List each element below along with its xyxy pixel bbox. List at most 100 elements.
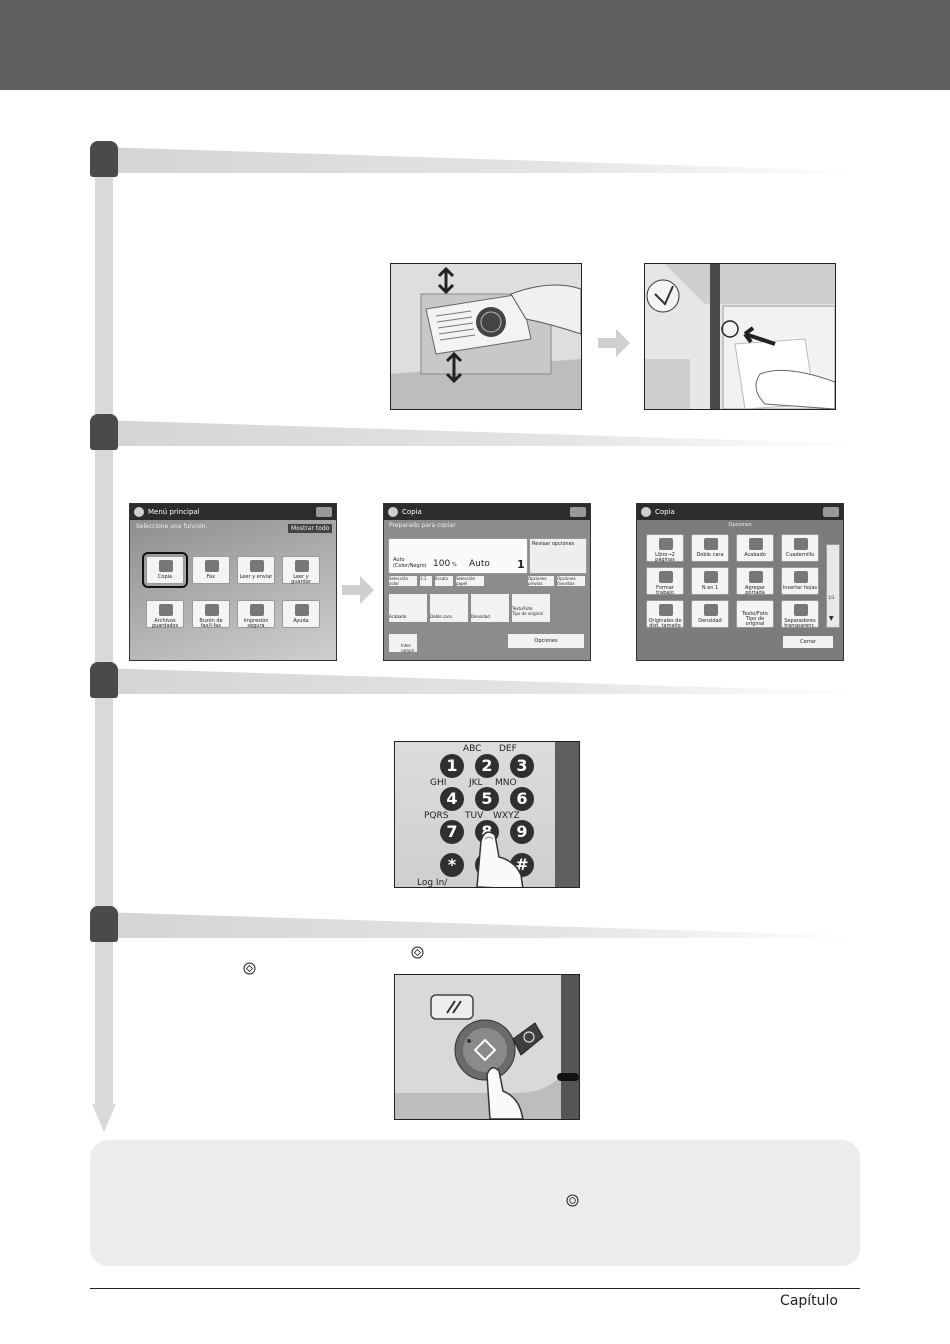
n-on-1-tile[interactable]: N en 1 [691, 567, 729, 595]
next-arrow-icon-2 [342, 576, 374, 604]
flow-line [95, 150, 113, 1105]
one-to-one-button[interactable]: 1:1 [420, 576, 432, 586]
main-menu-prompt: Seleccione una función. [136, 523, 208, 530]
feeder-illustration [390, 263, 582, 410]
fax-inbox-icon [205, 604, 219, 616]
help-tile[interactable]: Ayuda [282, 600, 320, 628]
main-menu-screen: Menú principal Seleccione una función. M… [129, 503, 337, 661]
copy-settings-display: Auto (Color/Negro) 100 % Auto 1 [388, 538, 528, 574]
insert-sheets-icon [794, 571, 808, 583]
step-1-bar [100, 147, 860, 173]
interrupt-button[interactable]: Inter-rumpir [389, 634, 417, 653]
job-build-tile[interactable]: Formar trabajo [646, 567, 684, 596]
close-button[interactable]: Cerrar [783, 636, 833, 648]
fax-icon [205, 560, 219, 572]
login-label: Log In/ [417, 878, 448, 888]
original-type-label: Tipo de original [512, 611, 543, 616]
fax-inbox-tile[interactable]: Buzón de fax/I-fax [192, 600, 230, 629]
scan-send-tile[interactable]: Leer y enviar [237, 556, 275, 584]
density-button[interactable]: Densidad [471, 594, 509, 622]
step-1-badge [90, 141, 118, 177]
key-star[interactable]: * [440, 853, 464, 877]
duplex-button[interactable]: Doble cara [430, 594, 468, 622]
options-button[interactable]: Opciones [508, 634, 584, 648]
add-cover-tile[interactable]: Agregar portada [736, 567, 774, 596]
check-settings-button[interactable]: Revisar opciones [529, 538, 587, 574]
transparency-tile[interactable]: Separadores transparenc. [781, 600, 819, 629]
key-6[interactable]: 6 [510, 787, 534, 811]
secure-print-tile[interactable]: Impresión segura [237, 600, 275, 629]
next-arrow-icon [598, 329, 630, 357]
key-2[interactable]: 2 [475, 754, 499, 778]
key-6-letters: MNO [495, 778, 517, 788]
step-2-bar [100, 420, 860, 446]
footer-rule [90, 1288, 860, 1289]
header-band [0, 0, 950, 90]
keypad-side-panel [555, 742, 579, 887]
feeder-drawing [391, 264, 581, 409]
secure-print-icon [250, 604, 264, 616]
key-7[interactable]: 7 [440, 820, 464, 844]
original-type-button[interactable]: Texto/Foto Tipo de original [512, 594, 550, 622]
mixed-originals-tile[interactable]: Originales de dist. tamaño [646, 600, 684, 629]
platen-drawing [645, 264, 835, 409]
step-3-bar [100, 668, 860, 694]
settings-icon[interactable] [316, 507, 332, 517]
color-mode-value: Auto (Color/Negro) [393, 557, 427, 569]
chapter-label: Capítulo [780, 1293, 838, 1309]
text-photo-label: Texto/Foto [512, 606, 533, 611]
key-9[interactable]: 9 [510, 820, 534, 844]
insert-sheets-tile[interactable]: Insertar hojas [781, 567, 819, 595]
copy-titlebar: Copia [384, 504, 590, 520]
show-all-button[interactable]: Mostrar todo [288, 524, 333, 533]
booklet-tile[interactable]: Cuadernillo [781, 534, 819, 562]
home-icon [134, 507, 144, 517]
help-icon [295, 604, 309, 616]
scan-store-tile[interactable]: Leer y guardar [282, 556, 320, 585]
main-menu-titlebar: Menú principal [130, 504, 336, 520]
start-key-icon [411, 946, 424, 959]
finishing-button[interactable]: Acabado [389, 594, 427, 622]
start-key-icon-2 [243, 962, 256, 975]
note-box [90, 1140, 860, 1266]
step-4-badge [90, 906, 118, 942]
key-9-letters: WXYZ [493, 811, 520, 821]
density-tile[interactable]: Densidad [691, 600, 729, 628]
finger-pressing-icon [476, 831, 524, 887]
duplex-tile[interactable]: Doble cara [691, 534, 729, 562]
copy-tile[interactable]: Copia [142, 552, 188, 588]
platen-illustration [644, 263, 836, 410]
step-3-badge [90, 662, 118, 698]
scroll-down-icon[interactable]: ▼ [829, 615, 834, 622]
book-icon [659, 538, 673, 550]
finishing-tile[interactable]: Acabado [736, 534, 774, 562]
paper-value: Auto [469, 559, 490, 569]
key-5[interactable]: 5 [475, 787, 499, 811]
key-3[interactable]: 3 [510, 754, 534, 778]
settings-icon[interactable] [823, 507, 839, 517]
book-2pages-tile[interactable]: Libro→2 páginas [646, 534, 684, 563]
copy-icon [159, 560, 173, 572]
copy-icon [388, 507, 398, 517]
stored-files-tile[interactable]: Archivos guardados [146, 600, 184, 629]
booklet-icon [794, 538, 808, 550]
options-scrollbar[interactable]: 1/3 ▼ [826, 544, 840, 628]
key-4[interactable]: 4 [440, 787, 464, 811]
color-select-button[interactable]: Selección color [389, 576, 417, 586]
numeric-keypad: ABC DEF 1 2 3 GHI JKL MNO 4 5 6 PQRS TUV… [394, 741, 580, 888]
scan-store-icon [295, 560, 309, 572]
fax-tile[interactable]: Fax [192, 556, 230, 584]
stored-files-icon [159, 604, 173, 616]
settings-icon[interactable] [570, 507, 586, 517]
zoom-button[interactable]: Escala [435, 576, 453, 586]
key-1[interactable]: 1 [440, 754, 464, 778]
main-menu-title: Menú principal [148, 508, 200, 516]
key-3-letters: DEF [499, 744, 517, 754]
favorite-settings-button[interactable]: Opciones favoritas [557, 576, 585, 586]
key-5-letters: JKL [469, 778, 483, 788]
paper-select-button[interactable]: Selección papel [456, 576, 484, 586]
zoom-value: 100 [433, 559, 451, 569]
options-title: Copia [655, 508, 675, 516]
previous-settings-button[interactable]: Opciones previas [528, 576, 554, 586]
